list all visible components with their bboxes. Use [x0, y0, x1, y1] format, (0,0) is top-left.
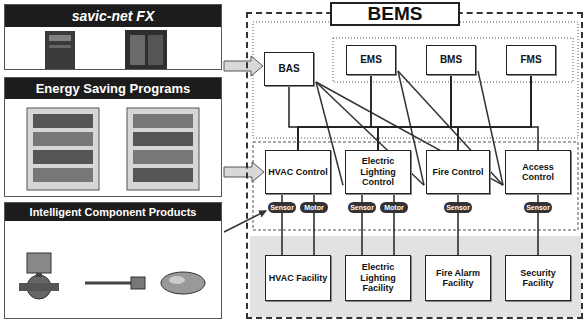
- box-label: Fire Control: [431, 167, 486, 177]
- product-panel: Intelligent Component Products: [4, 202, 222, 319]
- product-illustration: [5, 100, 221, 196]
- system-box: BMS: [426, 45, 476, 75]
- bus-line: [378, 75, 531, 150]
- bus-line: [537, 194, 539, 202]
- bus-line: [457, 213, 459, 255]
- panel-header: savic-net FX: [5, 5, 221, 27]
- product-panel: Energy Saving Programs: [4, 77, 222, 197]
- system-box: Electric Lighting Control: [345, 150, 411, 194]
- bus-line: [298, 75, 531, 150]
- bus-line: [313, 213, 315, 255]
- box-label: HVAC Control: [266, 167, 329, 177]
- device-label: Sensor: [350, 204, 374, 211]
- device-tag: Sensor: [348, 202, 376, 213]
- product-panel: savic-net FX: [4, 4, 222, 70]
- system-box: HVAC Facility: [265, 255, 331, 301]
- panel-header: Intelligent Component Products: [5, 203, 221, 221]
- device-label: Motor: [304, 204, 323, 211]
- bus-line: [361, 194, 363, 202]
- panel-header: Energy Saving Programs: [5, 78, 221, 99]
- system-box: EMS: [346, 45, 396, 75]
- box-label: Security Facility: [506, 268, 570, 289]
- system-box: FMS: [506, 45, 556, 75]
- bus-line: [298, 75, 371, 150]
- product-illustration: [5, 225, 221, 318]
- system-box: Fire Control: [426, 150, 490, 194]
- bus-line: [289, 86, 298, 150]
- system-box: BAS: [264, 52, 314, 86]
- device-tag: Sensor: [268, 202, 296, 213]
- device-label: Sensor: [526, 204, 550, 211]
- device-label: Sensor: [446, 204, 470, 211]
- device-tag: Sensor: [444, 202, 472, 213]
- box-label: FMS: [518, 54, 543, 66]
- system-region: [333, 38, 573, 82]
- box-label: Electric Lighting Control: [346, 156, 410, 187]
- bus-line: [457, 194, 459, 202]
- system-box: HVAC Control: [265, 150, 331, 194]
- pointer-arrow: [224, 211, 266, 232]
- system-box: Fire Alarm Facility: [425, 255, 491, 301]
- bus-line: [361, 213, 363, 255]
- device-tag: Sensor: [524, 202, 552, 213]
- bus-line: [281, 213, 283, 255]
- bus-line: [458, 75, 531, 150]
- bus-line: [371, 75, 378, 150]
- box-label: BAS: [276, 63, 301, 75]
- control-region: [253, 142, 578, 230]
- box-label: BMS: [438, 54, 464, 66]
- bus-line: [393, 194, 395, 202]
- bus-line: [378, 75, 451, 150]
- bus-line: [298, 75, 451, 150]
- device-tag: Motor: [380, 202, 408, 213]
- box-label: EMS: [358, 54, 384, 66]
- system-box: Security Facility: [505, 255, 571, 301]
- device-tag: Motor: [300, 202, 328, 213]
- bus-line: [313, 194, 315, 202]
- device-label: Sensor: [270, 204, 294, 211]
- bems-label-box: BEMS: [330, 2, 460, 26]
- management-region: [253, 22, 578, 138]
- box-label: Access Control: [506, 162, 570, 183]
- block-arrow: [224, 56, 263, 76]
- system-box: Electric Lighting Facility: [345, 255, 411, 301]
- box-label: HVAC Facility: [267, 273, 329, 283]
- bus-line: [451, 75, 458, 150]
- device-label: Motor: [384, 204, 403, 211]
- box-label: Electric Lighting Facility: [346, 262, 410, 293]
- box-label: Fire Alarm Facility: [426, 268, 490, 289]
- facility-ground: [250, 236, 581, 317]
- bus-line: [531, 75, 538, 150]
- bus-line: [281, 194, 283, 202]
- bus-line: [393, 213, 395, 255]
- product-illustration: [5, 27, 221, 69]
- block-arrow: [224, 162, 264, 182]
- bems-frame: BEMSBASEMSBMSFMSHVAC ControlElectric Lig…: [246, 12, 583, 319]
- system-box: Access Control: [505, 150, 571, 194]
- frame-title: BEMS: [368, 3, 423, 25]
- bus-line: [537, 213, 539, 255]
